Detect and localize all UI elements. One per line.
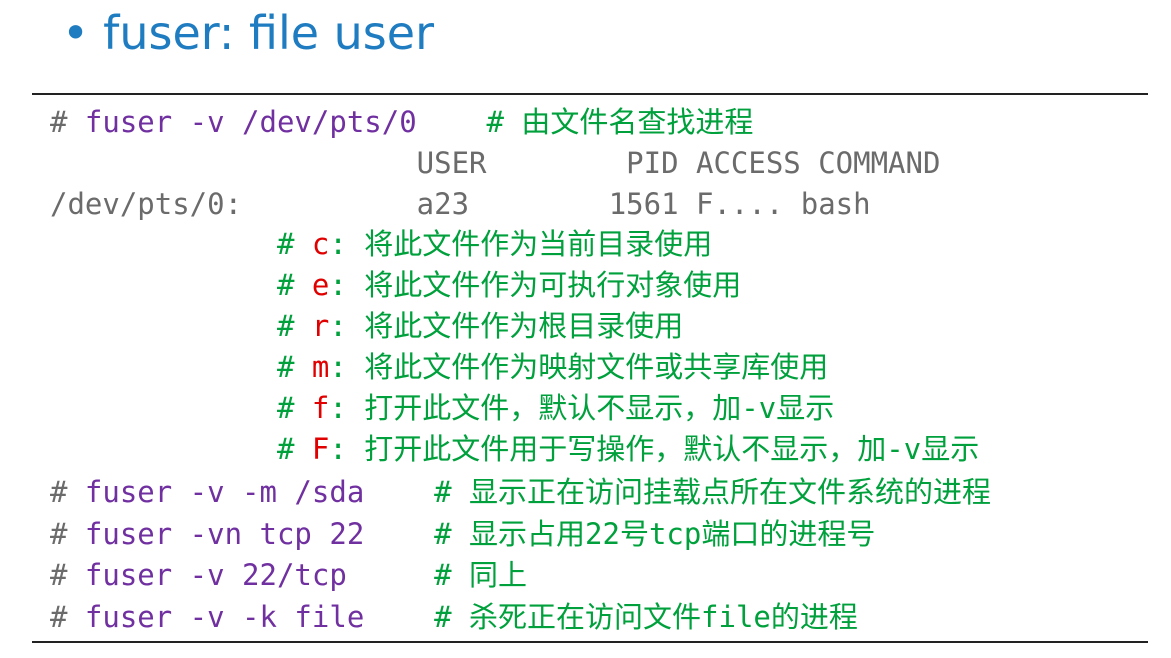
top-divider — [32, 93, 1148, 95]
flag-letter: f — [311, 391, 330, 425]
output-text: # — [50, 475, 85, 509]
slide-title-text: fuser: file user — [103, 6, 434, 60]
comment-text: # — [50, 350, 312, 384]
flag-letter: c — [311, 227, 330, 261]
code-line: USER PID ACCESS COMMAND — [50, 143, 941, 183]
code-line: # c: 将此文件作为当前目录使用 — [50, 224, 712, 264]
comment-text: : 打开此文件，默认不显示，加-v显示 — [329, 391, 835, 425]
command-text: fuser -v /dev/pts/0 — [84, 105, 417, 139]
flag-letter: F — [311, 432, 330, 466]
comment-text: : 将此文件作为根目录使用 — [329, 309, 684, 343]
code-line: # F: 打开此文件用于写操作，默认不显示，加-v显示 — [50, 429, 979, 469]
flag-letter: r — [311, 309, 330, 343]
comment-text: # — [50, 268, 312, 302]
command-text: fuser -vn tcp 22 — [84, 517, 365, 551]
code-line: # fuser -v -m /sda # 显示正在访问挂载点所在文件系统的进程 — [50, 472, 991, 512]
code-line: # m: 将此文件作为映射文件或共享库使用 — [50, 347, 828, 387]
comment-text: # 显示正在访问挂载点所在文件系统的进程 — [364, 475, 992, 509]
comment-text: # — [50, 432, 312, 466]
bullet-icon: • — [62, 6, 90, 60]
command-text: fuser -v 22/tcp — [84, 558, 347, 592]
comment-text: : 将此文件作为可执行对象使用 — [329, 268, 742, 302]
code-line: # f: 打开此文件，默认不显示，加-v显示 — [50, 388, 834, 428]
command-text: fuser -v -k file — [84, 600, 365, 634]
code-line: # fuser -v 22/tcp # 同上 — [50, 555, 527, 595]
comment-text: : 将此文件作为映射文件或共享库使用 — [329, 350, 829, 384]
comment-text: # 杀死正在访问文件file的进程 — [364, 600, 858, 634]
comment-text: : 打开此文件用于写操作，默认不显示，加-v显示 — [329, 432, 980, 466]
output-text: # — [50, 600, 85, 634]
code-line: # r: 将此文件作为根目录使用 — [50, 306, 683, 346]
output-text: /dev/pts/0: a23 1561 F.... bash — [50, 187, 871, 221]
flag-letter: e — [311, 268, 330, 302]
flag-letter: m — [311, 350, 330, 384]
slide-title: •fuser: file user — [62, 6, 434, 60]
output-text: # — [50, 517, 85, 551]
comment-text: # 显示占用22号tcp端口的进程号 — [364, 517, 876, 551]
output-text: # — [50, 558, 85, 592]
code-line: # fuser -v -k file # 杀死正在访问文件file的进程 — [50, 597, 858, 637]
code-line: /dev/pts/0: a23 1561 F.... bash — [50, 184, 871, 224]
output-text: # — [50, 105, 85, 139]
comment-text: # 同上 — [346, 558, 528, 592]
comment-text: # — [50, 391, 312, 425]
code-line: # e: 将此文件作为可执行对象使用 — [50, 265, 741, 305]
comment-text: # 由文件名查找进程 — [416, 105, 754, 139]
code-line: # fuser -vn tcp 22 # 显示占用22号tcp端口的进程号 — [50, 514, 875, 554]
code-line: # fuser -v /dev/pts/0 # 由文件名查找进程 — [50, 102, 753, 142]
command-text: fuser -v -m /sda — [84, 475, 365, 509]
output-text: USER PID ACCESS COMMAND — [50, 146, 941, 180]
comment-text: : 将此文件作为当前目录使用 — [329, 227, 713, 261]
comment-text: # — [50, 309, 312, 343]
bottom-divider — [32, 641, 1148, 643]
comment-text: # — [50, 227, 312, 261]
